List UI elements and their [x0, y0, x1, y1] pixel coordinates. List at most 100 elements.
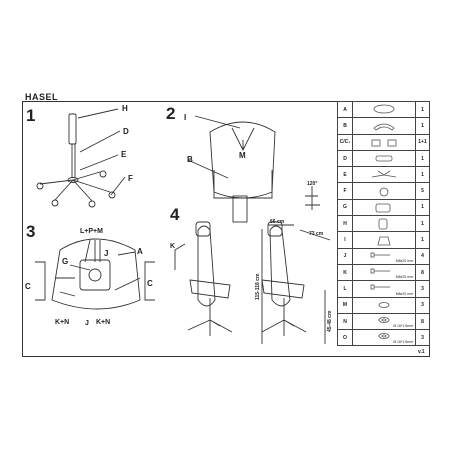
screw-icon — [370, 252, 390, 258]
part-quantity: 3 — [415, 329, 430, 347]
step2-label-m: M — [239, 151, 246, 160]
part-illustration: Ø 16*1.5mm — [352, 329, 416, 347]
part-illustration — [352, 149, 416, 168]
part-quantity: 3 — [415, 296, 430, 314]
part-quantity: 8 — [415, 312, 430, 331]
step-2-number: 2 — [166, 104, 176, 123]
part-illustration: M8x20 mm — [352, 247, 416, 265]
part-letter: K — [337, 263, 353, 282]
dim-height: 115-118 cm — [255, 273, 261, 300]
part-letter: H — [337, 215, 353, 233]
part-illustration — [352, 231, 416, 249]
step2-angle: 120° — [307, 181, 318, 187]
part-quantity: 1 — [415, 166, 430, 184]
part-quantity: 1 — [415, 231, 430, 249]
part-letter: J — [337, 247, 353, 265]
part-quantity: 1+1 — [415, 133, 430, 151]
caster-icon — [379, 187, 389, 197]
dim-seat-height: 45-48 cm — [327, 310, 333, 332]
part-letter: G — [337, 198, 353, 217]
dim-depth: 73 cm — [309, 231, 324, 237]
step1-label-f: F — [128, 174, 133, 183]
part-quantity: 1 — [415, 100, 430, 119]
part-letter: I — [337, 231, 353, 249]
part-illustration — [352, 198, 416, 217]
document-title: HASEL — [25, 92, 59, 102]
part-letter: M — [337, 296, 353, 314]
step3-label-c1: C — [25, 282, 31, 291]
step3-label-kn2: K+N — [96, 319, 111, 326]
part-quantity: 5 — [415, 182, 430, 200]
part-spec: Ø 16*1.5mm — [393, 340, 413, 345]
part-letter: F — [337, 182, 353, 200]
armrest-frame-icon — [373, 124, 395, 131]
step3-label-kn1: K+N — [55, 319, 70, 326]
step1-label-e: E — [121, 150, 127, 159]
part-illustration — [352, 215, 416, 233]
part-letter: B — [337, 117, 353, 135]
part-letter: A — [337, 100, 353, 119]
part-spec: M8x20 mm — [395, 258, 413, 263]
part-letter: C/C₁ — [337, 133, 353, 151]
headrest-icon — [377, 236, 391, 245]
dim-width: 66 cm — [270, 219, 285, 225]
step2-backrest-drawing — [187, 115, 320, 223]
screw-icon — [370, 285, 390, 290]
part-illustration — [352, 296, 416, 314]
part-illustration: M8x20 mm — [352, 280, 416, 298]
part-spec: M8x20 mm — [395, 291, 413, 296]
step3-label-g: G — [62, 257, 69, 266]
part-illustration: Ø 16*1.5mm — [352, 312, 416, 331]
part-spec: M8x25 mm — [395, 275, 413, 280]
step1-base-drawing — [36, 108, 126, 208]
step3-label-c: C — [147, 279, 153, 288]
part-illustration — [352, 100, 416, 119]
cover-icon — [378, 218, 388, 230]
version-label: v.1 — [418, 349, 425, 355]
part-illustration: M8x25 mm — [352, 263, 416, 282]
part-illustration — [352, 117, 416, 135]
seat-icon — [373, 104, 395, 114]
screw-icon — [370, 268, 390, 274]
step3-label-a: A — [137, 247, 143, 256]
part-letter: L — [337, 280, 353, 298]
washer-icon — [378, 317, 390, 323]
part-illustration — [352, 182, 416, 200]
armrests-icon — [371, 139, 397, 147]
washer-icon — [378, 333, 390, 340]
part-quantity: 1 — [415, 198, 430, 217]
instruction-frame — [22, 101, 430, 357]
parts-row: C/C₁ 1+1 — [337, 133, 430, 151]
step2-label-i: I — [184, 113, 187, 122]
step4-label-k: K — [170, 243, 176, 250]
step-4-number: 4 — [170, 205, 180, 224]
part-illustration — [352, 133, 416, 151]
step3-label-lpm: L+P+M — [80, 228, 103, 235]
part-quantity: 3 — [415, 280, 430, 298]
step3-underside-drawing — [35, 238, 155, 310]
spring-washer-icon — [378, 301, 390, 308]
part-quantity: 1 — [415, 117, 430, 135]
mechanism-icon — [375, 203, 391, 213]
gas-lift-icon — [375, 155, 393, 162]
part-quantity: 1 — [415, 149, 430, 168]
part-letter: E — [337, 166, 353, 184]
step3-label-j1: J — [104, 249, 109, 258]
part-illustration — [352, 166, 416, 184]
part-letter: N — [337, 312, 353, 331]
step1-label-d: D — [123, 127, 129, 136]
star-base-icon — [371, 170, 397, 178]
